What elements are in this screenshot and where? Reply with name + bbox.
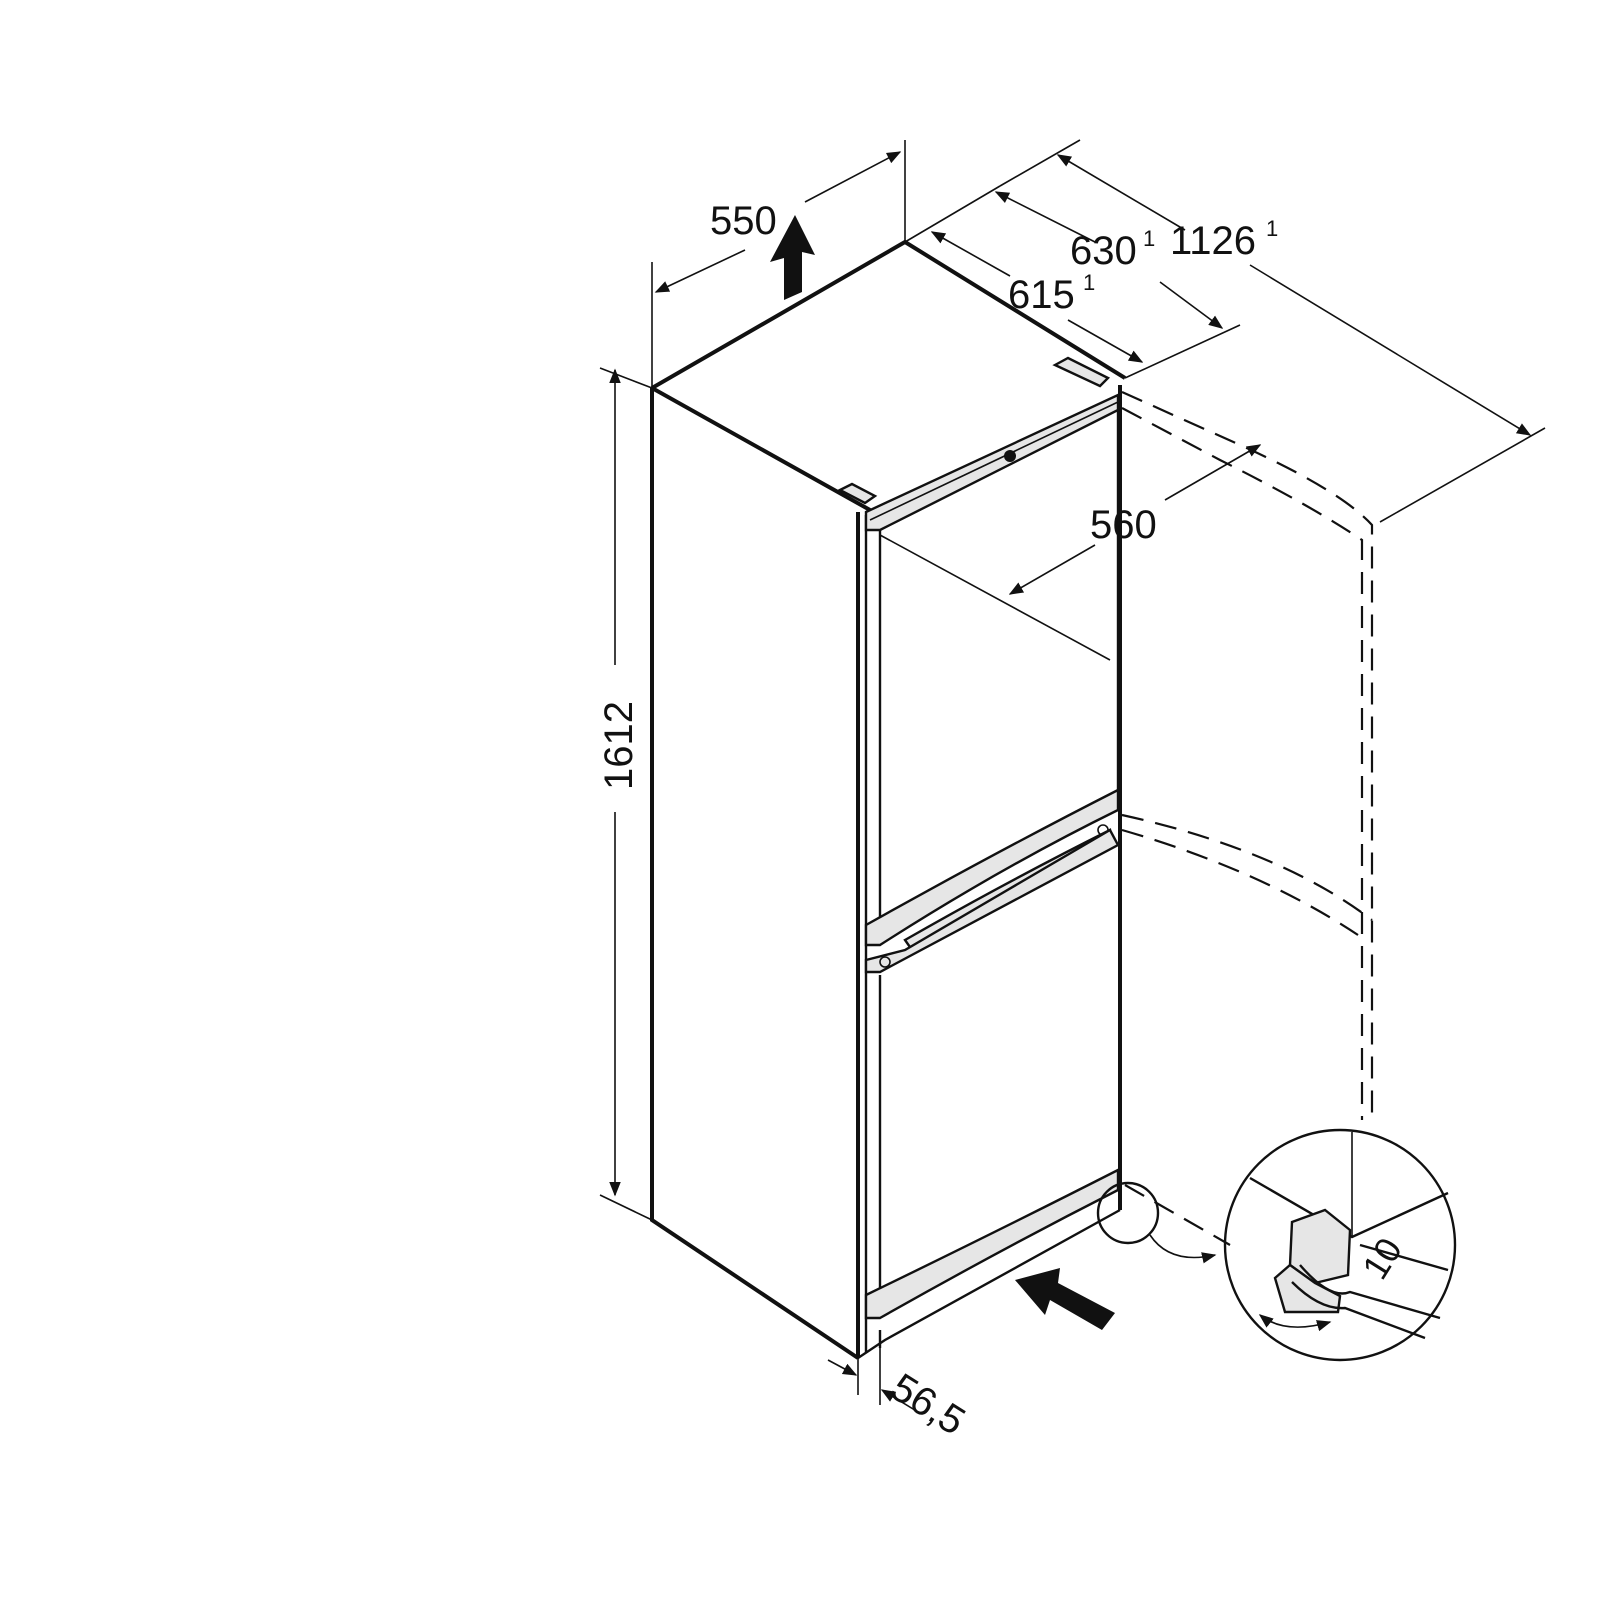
fridge-door: [864, 410, 1120, 952]
depth-body-footnote: 1: [1083, 270, 1095, 295]
hinge-icon-lower: [879, 956, 891, 968]
top-door-frame: [837, 356, 1120, 532]
depth-with-door-footnote: 1: [1143, 226, 1155, 251]
door-clearance-label: 560: [1090, 503, 1157, 547]
door-swing-outline: [1121, 390, 1374, 1246]
ventilation-in-arrow-icon: [1015, 1268, 1115, 1330]
foot-detail-callout: [1096, 1128, 1457, 1362]
handle-knob-icon: [1004, 450, 1016, 462]
ventilation-out-arrow-icon: [770, 215, 815, 300]
wrench-size-label: 10: [1354, 1231, 1410, 1287]
freezer-door: [864, 828, 1120, 1320]
height-label: 1612: [597, 701, 641, 790]
depth-body-label: 615: [1008, 273, 1075, 317]
dimension-labels: 550 615 1 630 1 1126 1 560 1612 56,5 10: [597, 199, 1410, 1444]
door-depth-guide: [879, 534, 1111, 661]
wall-offset-label: 56,5: [883, 1365, 972, 1444]
width-label: 550: [710, 199, 777, 243]
depth-with-door-label: 630: [1070, 229, 1137, 273]
dimension-lines: [599, 139, 1546, 1413]
depth-door-open-label: 1126: [1170, 219, 1256, 263]
depth-door-open-footnote: 1: [1266, 216, 1278, 241]
fridge-body: [650, 239, 1127, 1360]
